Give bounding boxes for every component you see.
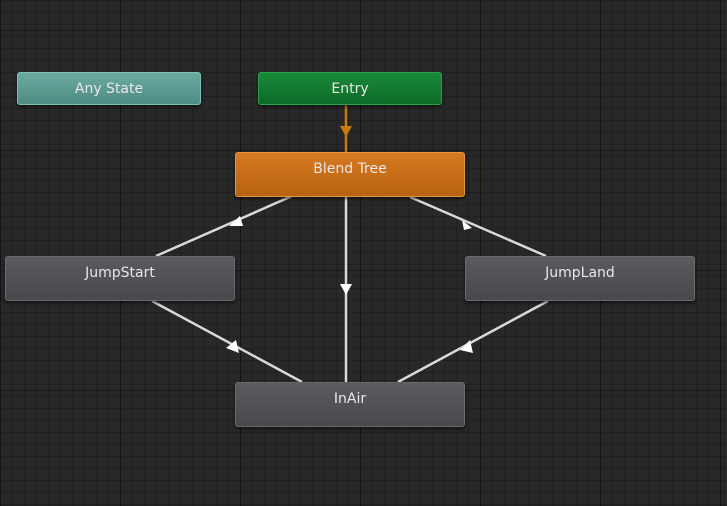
state-label: Blend Tree (313, 161, 387, 177)
transition-blendtree-to-inair[interactable] (340, 197, 352, 382)
state-jump-land[interactable]: JumpLand (465, 256, 695, 301)
state-label: Entry (331, 80, 369, 97)
transition-jumpland-to-blendtree[interactable] (409, 195, 547, 258)
state-label: Any State (74, 80, 144, 97)
state-label: InAir (333, 391, 367, 407)
state-label: JumpLand (545, 265, 615, 281)
transition-entry-to-blendtree[interactable] (340, 104, 352, 152)
transition-jumpstart-to-inair[interactable] (151, 299, 303, 384)
state-blend-tree[interactable]: Blend Tree (235, 152, 465, 197)
state-label: JumpStart (85, 265, 155, 281)
state-entry[interactable]: Entry (258, 72, 442, 105)
transition-inair-to-jumpland[interactable] (397, 299, 549, 384)
state-any-state[interactable]: Any State (17, 72, 201, 105)
transition-jumpstart-to-blendtree[interactable] (155, 194, 293, 258)
state-jump-start[interactable]: JumpStart (5, 256, 235, 301)
state-in-air[interactable]: InAir (235, 382, 465, 427)
